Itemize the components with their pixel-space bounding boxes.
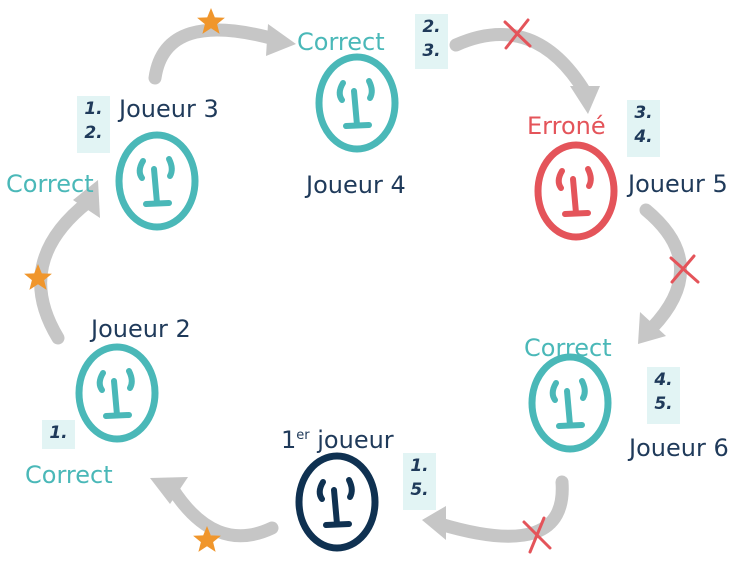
cross-icon	[669, 254, 700, 284]
player-6-item: 4.	[654, 370, 673, 390]
arrowhead-icon	[73, 180, 100, 218]
player-2-status: Correct	[25, 461, 113, 489]
arrowhead-icon	[150, 477, 188, 504]
player-3-face-icon	[119, 135, 195, 227]
player-3-item: 1.	[84, 99, 103, 119]
arrowhead-icon	[422, 506, 446, 540]
arrow-p6-to-p1	[433, 475, 569, 543]
player-3-item: 2.	[84, 123, 103, 143]
player-5-name: Joueur 5	[628, 170, 728, 198]
player-1-face-icon	[299, 456, 375, 548]
player-6-face-icon	[532, 357, 608, 449]
player-1-item: 5.	[410, 480, 429, 500]
player-5-face-icon	[538, 145, 614, 237]
player-2-items: 1.	[42, 420, 75, 449]
player-1-name-rest: joueur	[309, 426, 394, 454]
player-5-status: Erroné	[527, 112, 606, 140]
player-5-item: 3.	[634, 103, 653, 123]
player-5-items: 3. 4.	[627, 100, 660, 157]
player-3-items: 1. 2.	[77, 96, 110, 153]
arrow-p5-to-p6	[639, 203, 688, 335]
player-3-status: Correct	[6, 170, 94, 198]
arrowhead-icon	[570, 86, 600, 114]
player-3-name: Joueur 3	[119, 95, 219, 123]
player-6-items: 4. 5.	[647, 367, 680, 424]
player-5-item: 4.	[634, 127, 653, 147]
arrow-p4-to-p5	[449, 28, 592, 99]
arrow-p2-to-p3	[34, 195, 95, 345]
player-1-name-sup: er	[296, 428, 310, 443]
player-2-name: Joueur 2	[91, 315, 191, 343]
arrow-p3-to-p4	[148, 23, 285, 85]
player-1-item: 1.	[410, 456, 429, 476]
player-6-name: Joueur 6	[629, 434, 729, 462]
player-2-face-icon	[79, 347, 155, 439]
cross-icon	[522, 516, 552, 554]
player-1-name-number: 1	[281, 426, 297, 454]
player-4-items: 2. 3.	[415, 14, 448, 69]
player-4-item: 3.	[422, 41, 441, 61]
arrow-heads	[73, 24, 666, 540]
arrowhead-icon	[266, 24, 296, 56]
player-2-item: 1.	[49, 423, 68, 443]
player-4-face-icon	[319, 57, 395, 149]
player-1-name: 1er joueur	[281, 428, 394, 452]
arrow-p1-to-p2	[165, 481, 279, 543]
player-1-items: 1. 5.	[403, 453, 436, 510]
player-4-status: Correct	[297, 28, 385, 56]
player-4-name: Joueur 4	[306, 171, 406, 199]
player-4-item: 2.	[422, 17, 441, 37]
player-6-item: 5.	[654, 394, 673, 414]
cross-icon	[503, 18, 532, 50]
player-6-status: Correct	[524, 334, 612, 362]
arrowhead-icon	[638, 312, 666, 344]
